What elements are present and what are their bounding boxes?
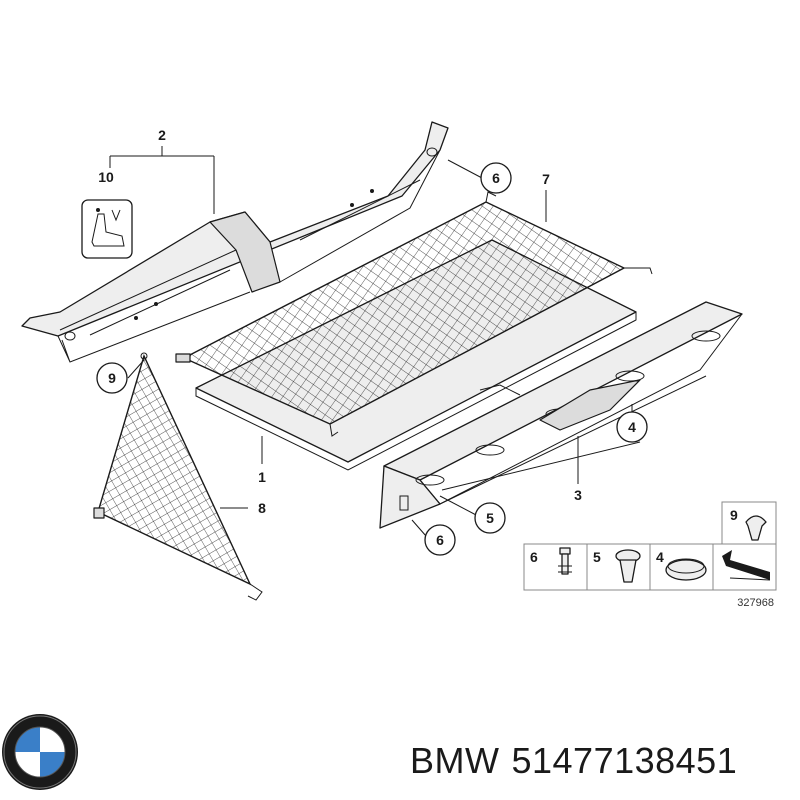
bmw-roundel-logo [2,714,78,790]
callout-5-circle [474,502,506,534]
push-pin-6-icon [558,547,572,575]
callout-3: 3 [574,487,582,503]
plug-4-icon [665,558,707,581]
callout-9: 9 [108,370,116,386]
callout-7: 7 [542,171,550,187]
callout-circles: 2 10 6 7 9 1 8 4 3 5 6 [96,127,648,556]
callout-10: 10 [98,169,114,185]
legend-5-label: 5 [593,549,601,565]
legend-9-label: 9 [730,507,738,523]
callout-8: 8 [258,500,266,516]
brand-name: BMW [410,740,500,781]
legend-4-label: 4 [656,549,664,565]
part-caption: BMW 51477138451 [410,740,749,782]
callout-4: 4 [628,419,636,435]
clip-9-icon [745,515,767,541]
callout-1: 1 [258,469,266,485]
callout-5: 5 [486,510,494,526]
direction-arrow-icon [722,550,771,581]
side-trim-panel [21,121,449,363]
side-net [93,352,263,601]
clip-5-icon [615,549,641,583]
diagram-reference: 327968 [737,597,774,609]
callout-6-top-circle [480,162,512,194]
callout-6-bottom-circle [424,524,456,556]
callout-4-circle [616,411,648,443]
cargo-net [175,191,653,437]
legend-6-label: 6 [530,549,538,565]
leader-lines [109,146,641,537]
part-number: 51477138451 [511,740,738,781]
fastener-legend: 9 6 5 4 327968 [523,501,777,609]
callout-9-circle [96,362,128,394]
seat-manual-icon [81,199,133,259]
callout-6-top: 6 [492,170,500,186]
loading-sill-trim [379,301,743,529]
callout-2: 2 [158,127,166,143]
callout-6-bottom: 6 [436,532,444,548]
